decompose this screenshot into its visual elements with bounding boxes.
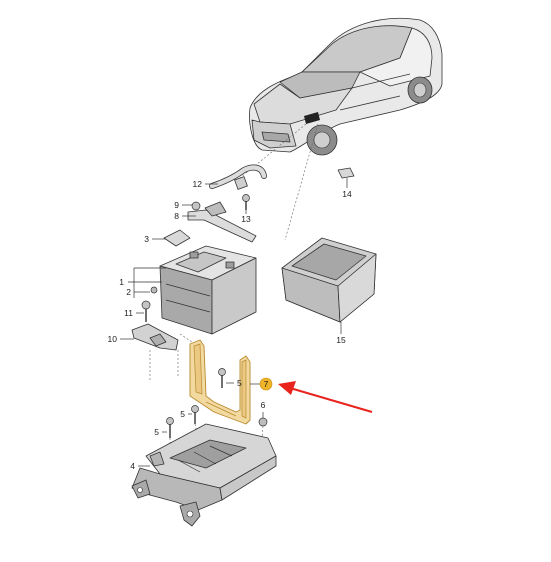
battery: [159, 245, 257, 335]
callout-5c: 5: [154, 427, 159, 437]
part-8-strap: [182, 201, 257, 243]
callout-5b: 5: [180, 409, 185, 419]
callout-9: 9: [174, 200, 179, 210]
battery-tray: [131, 423, 277, 527]
callout-14: 14: [342, 189, 352, 199]
part-12-cable: [205, 164, 267, 190]
callout-4: 4: [130, 461, 135, 471]
callout-2: 2: [126, 287, 131, 297]
callout-3: 3: [144, 234, 149, 244]
callout-5a: 5: [237, 378, 242, 388]
battery-box: [281, 237, 377, 334]
part-5-screw-a: [218, 368, 234, 388]
callout-13: 13: [241, 214, 251, 224]
part-3-cover: [152, 229, 191, 247]
callout-11: 11: [124, 308, 133, 318]
part-5-screw-b: [188, 405, 199, 424]
callout-15: 15: [336, 335, 346, 345]
callout-8: 8: [174, 211, 179, 221]
callout-10: 10: [108, 334, 118, 344]
part-2-screw: [134, 286, 158, 294]
part-5-screw-c: [162, 417, 174, 438]
part-10-bracket: [120, 323, 179, 351]
part-14-clip: [337, 167, 355, 188]
part-11-bolt: [136, 300, 151, 322]
callout-1: 1: [119, 277, 124, 287]
callout-7: 7: [264, 379, 269, 389]
callout-12: 12: [193, 179, 203, 189]
part-7-battery-holder: [189, 339, 251, 425]
callout-7-badge: 7: [259, 377, 273, 391]
part-13-screw: [242, 194, 250, 214]
callout-6: 6: [261, 400, 266, 410]
callout-labels: 1 2 3 4 5 5 5 6 8 9 10 11 12 13 14 15: [108, 179, 352, 471]
part-9-bolt: [182, 201, 201, 211]
car-illustration: [249, 17, 443, 156]
red-arrow: [278, 381, 373, 413]
part-6-nut: [258, 412, 268, 427]
